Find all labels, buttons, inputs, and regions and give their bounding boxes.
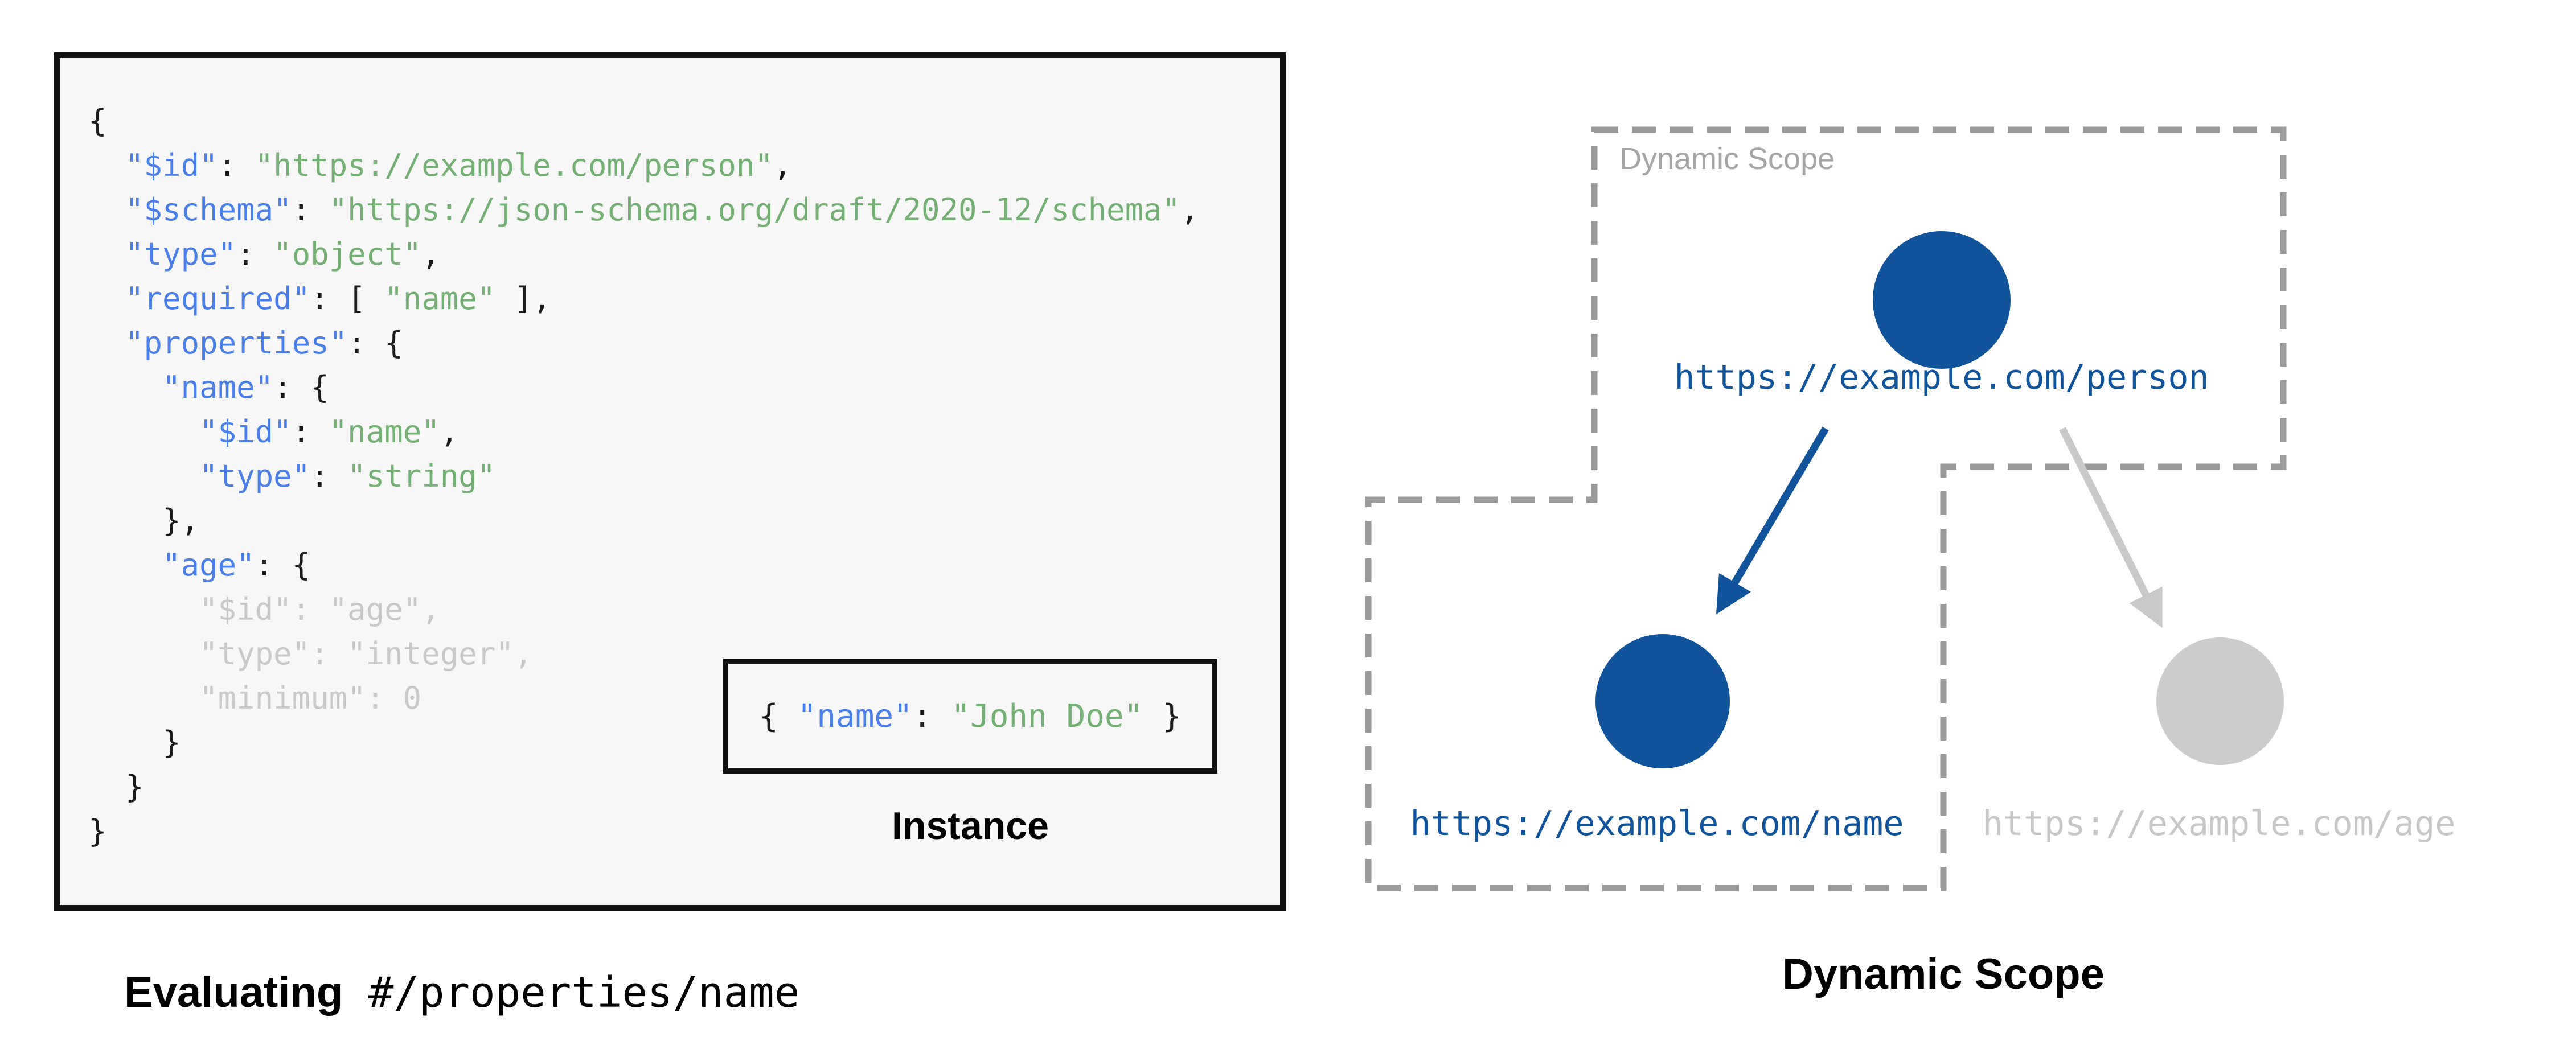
person-node — [1873, 231, 2011, 369]
age-url: https://example.com/age — [1982, 804, 2456, 844]
code-line: } — [88, 813, 107, 849]
instance-label: Instance — [892, 804, 1049, 848]
code-line: "age": { — [162, 547, 311, 583]
diagram-caption: Dynamic Scope — [1782, 950, 2105, 998]
code-line: "properties": { — [125, 325, 403, 361]
code-line: { — [88, 103, 107, 139]
schema-code: { "$id": "https://example.com/person", "… — [88, 99, 1199, 854]
code-line: "type": "integer", — [88, 636, 533, 672]
arrow-person-to-age — [2059, 427, 2163, 628]
code-line: "$id": "https://example.com/person", — [125, 147, 792, 183]
arrow-person-to-name — [1716, 426, 1829, 615]
code-line: "$id": "name", — [199, 414, 459, 450]
age-node — [2156, 637, 2284, 765]
code-line: "$id": "age", — [88, 591, 440, 627]
json-pointer: #/properties/name — [343, 968, 800, 1017]
code-line: } — [88, 725, 181, 760]
evaluating-label: Evaluating — [124, 968, 343, 1017]
code-line: "name": { — [162, 369, 329, 405]
code-line: "type": "object", — [125, 236, 440, 272]
schema-panel: { "$id": "https://example.com/person", "… — [54, 52, 1286, 911]
dynamic-scope-boundary — [1365, 126, 2287, 891]
instance-code: { "name": "John Doe" } — [759, 697, 1182, 735]
dynamic-scope-label: Dynamic Scope — [1619, 142, 1835, 176]
instance-box: { "name": "John Doe" } — [723, 659, 1217, 774]
code-line: } — [88, 769, 144, 805]
evaluating-caption: Evaluating #/properties/name — [124, 968, 799, 1017]
code-line: "minimum": 0 — [88, 680, 422, 716]
name-url: https://example.com/name — [1410, 804, 1904, 844]
code-line: }, — [88, 503, 200, 538]
code-line: "$schema": "https://json-schema.org/draf… — [125, 192, 1199, 228]
person-url: https://example.com/person — [1674, 357, 2209, 397]
name-node — [1595, 634, 1730, 768]
code-line: "required": [ "name" ], — [125, 281, 551, 316]
code-line: "type": "string" — [199, 458, 496, 494]
